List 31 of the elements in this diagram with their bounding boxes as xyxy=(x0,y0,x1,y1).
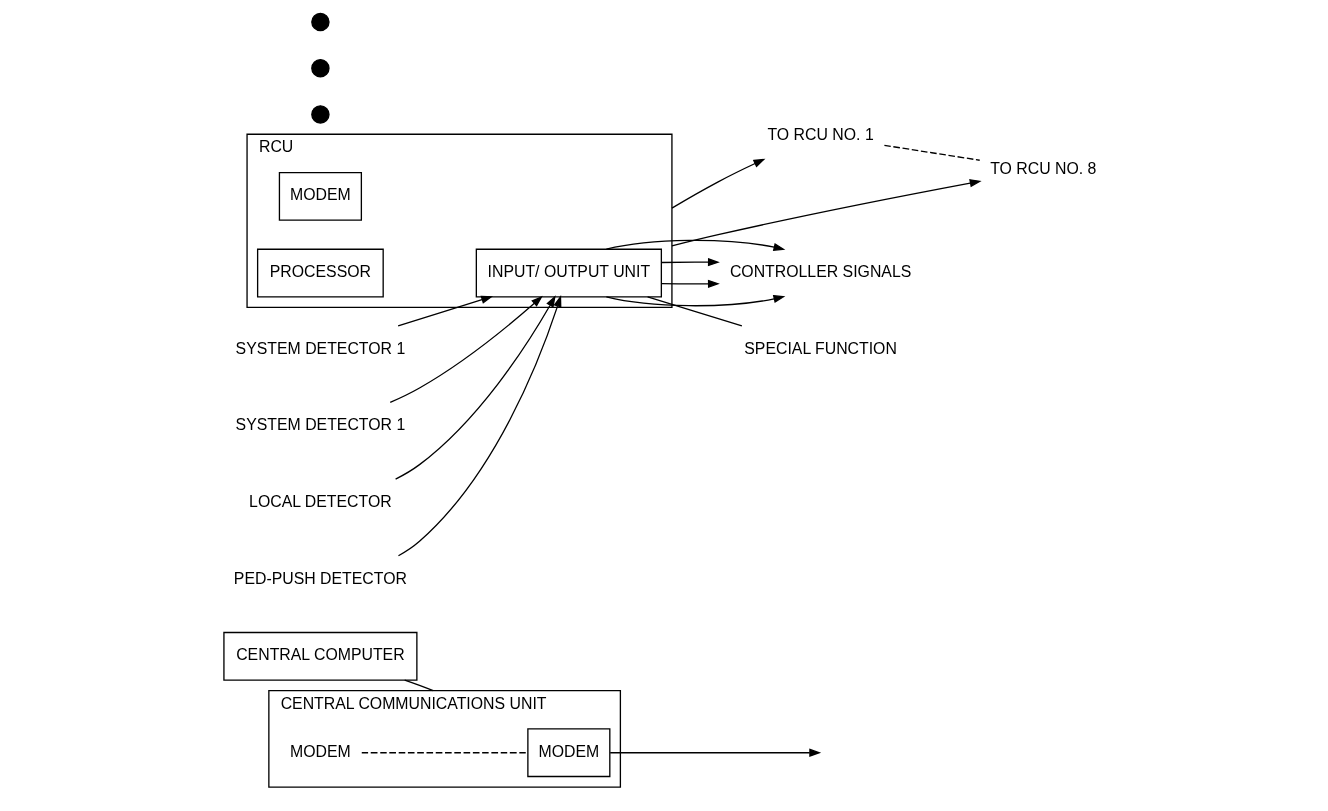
node-text: LOCAL DETECTOR xyxy=(249,493,392,511)
node-text: CONTROLLER SIGNALS xyxy=(729,263,912,281)
connector xyxy=(404,679,434,692)
node-text: SPECIAL FUNCTION xyxy=(744,339,897,357)
node-text: TO RCU NO. 8 xyxy=(990,160,1097,178)
arrow xyxy=(397,295,494,327)
arrow xyxy=(660,279,720,289)
node-text: SYSTEM DETECTOR 1 xyxy=(235,416,406,434)
node-circle xyxy=(311,105,330,124)
arrow xyxy=(660,258,720,267)
connector xyxy=(883,144,981,161)
node-circle xyxy=(311,58,330,78)
node-box: INPUT/ OUTPUT UNIT xyxy=(475,248,662,298)
arrow xyxy=(671,179,982,247)
node-text: MODEM xyxy=(290,742,351,760)
arrow xyxy=(609,748,822,757)
node-box: PROCESSOR xyxy=(256,248,384,298)
node-box: MODEM xyxy=(278,171,363,221)
arrow xyxy=(394,295,556,480)
connector xyxy=(361,752,529,754)
arrow xyxy=(397,295,562,557)
connector xyxy=(646,296,743,327)
node-box: CENTRAL COMPUTER xyxy=(223,631,418,681)
node-text: TO RCU NO. 1 xyxy=(767,125,874,143)
node-text: PED-PUSH DETECTOR xyxy=(233,569,407,587)
node-text: SYSTEM DETECTOR 1 xyxy=(235,339,406,357)
arrow xyxy=(389,295,543,404)
node-box: MODEM xyxy=(527,728,611,778)
node-circle xyxy=(311,12,330,32)
arrow xyxy=(671,158,766,209)
arrow xyxy=(605,239,786,252)
